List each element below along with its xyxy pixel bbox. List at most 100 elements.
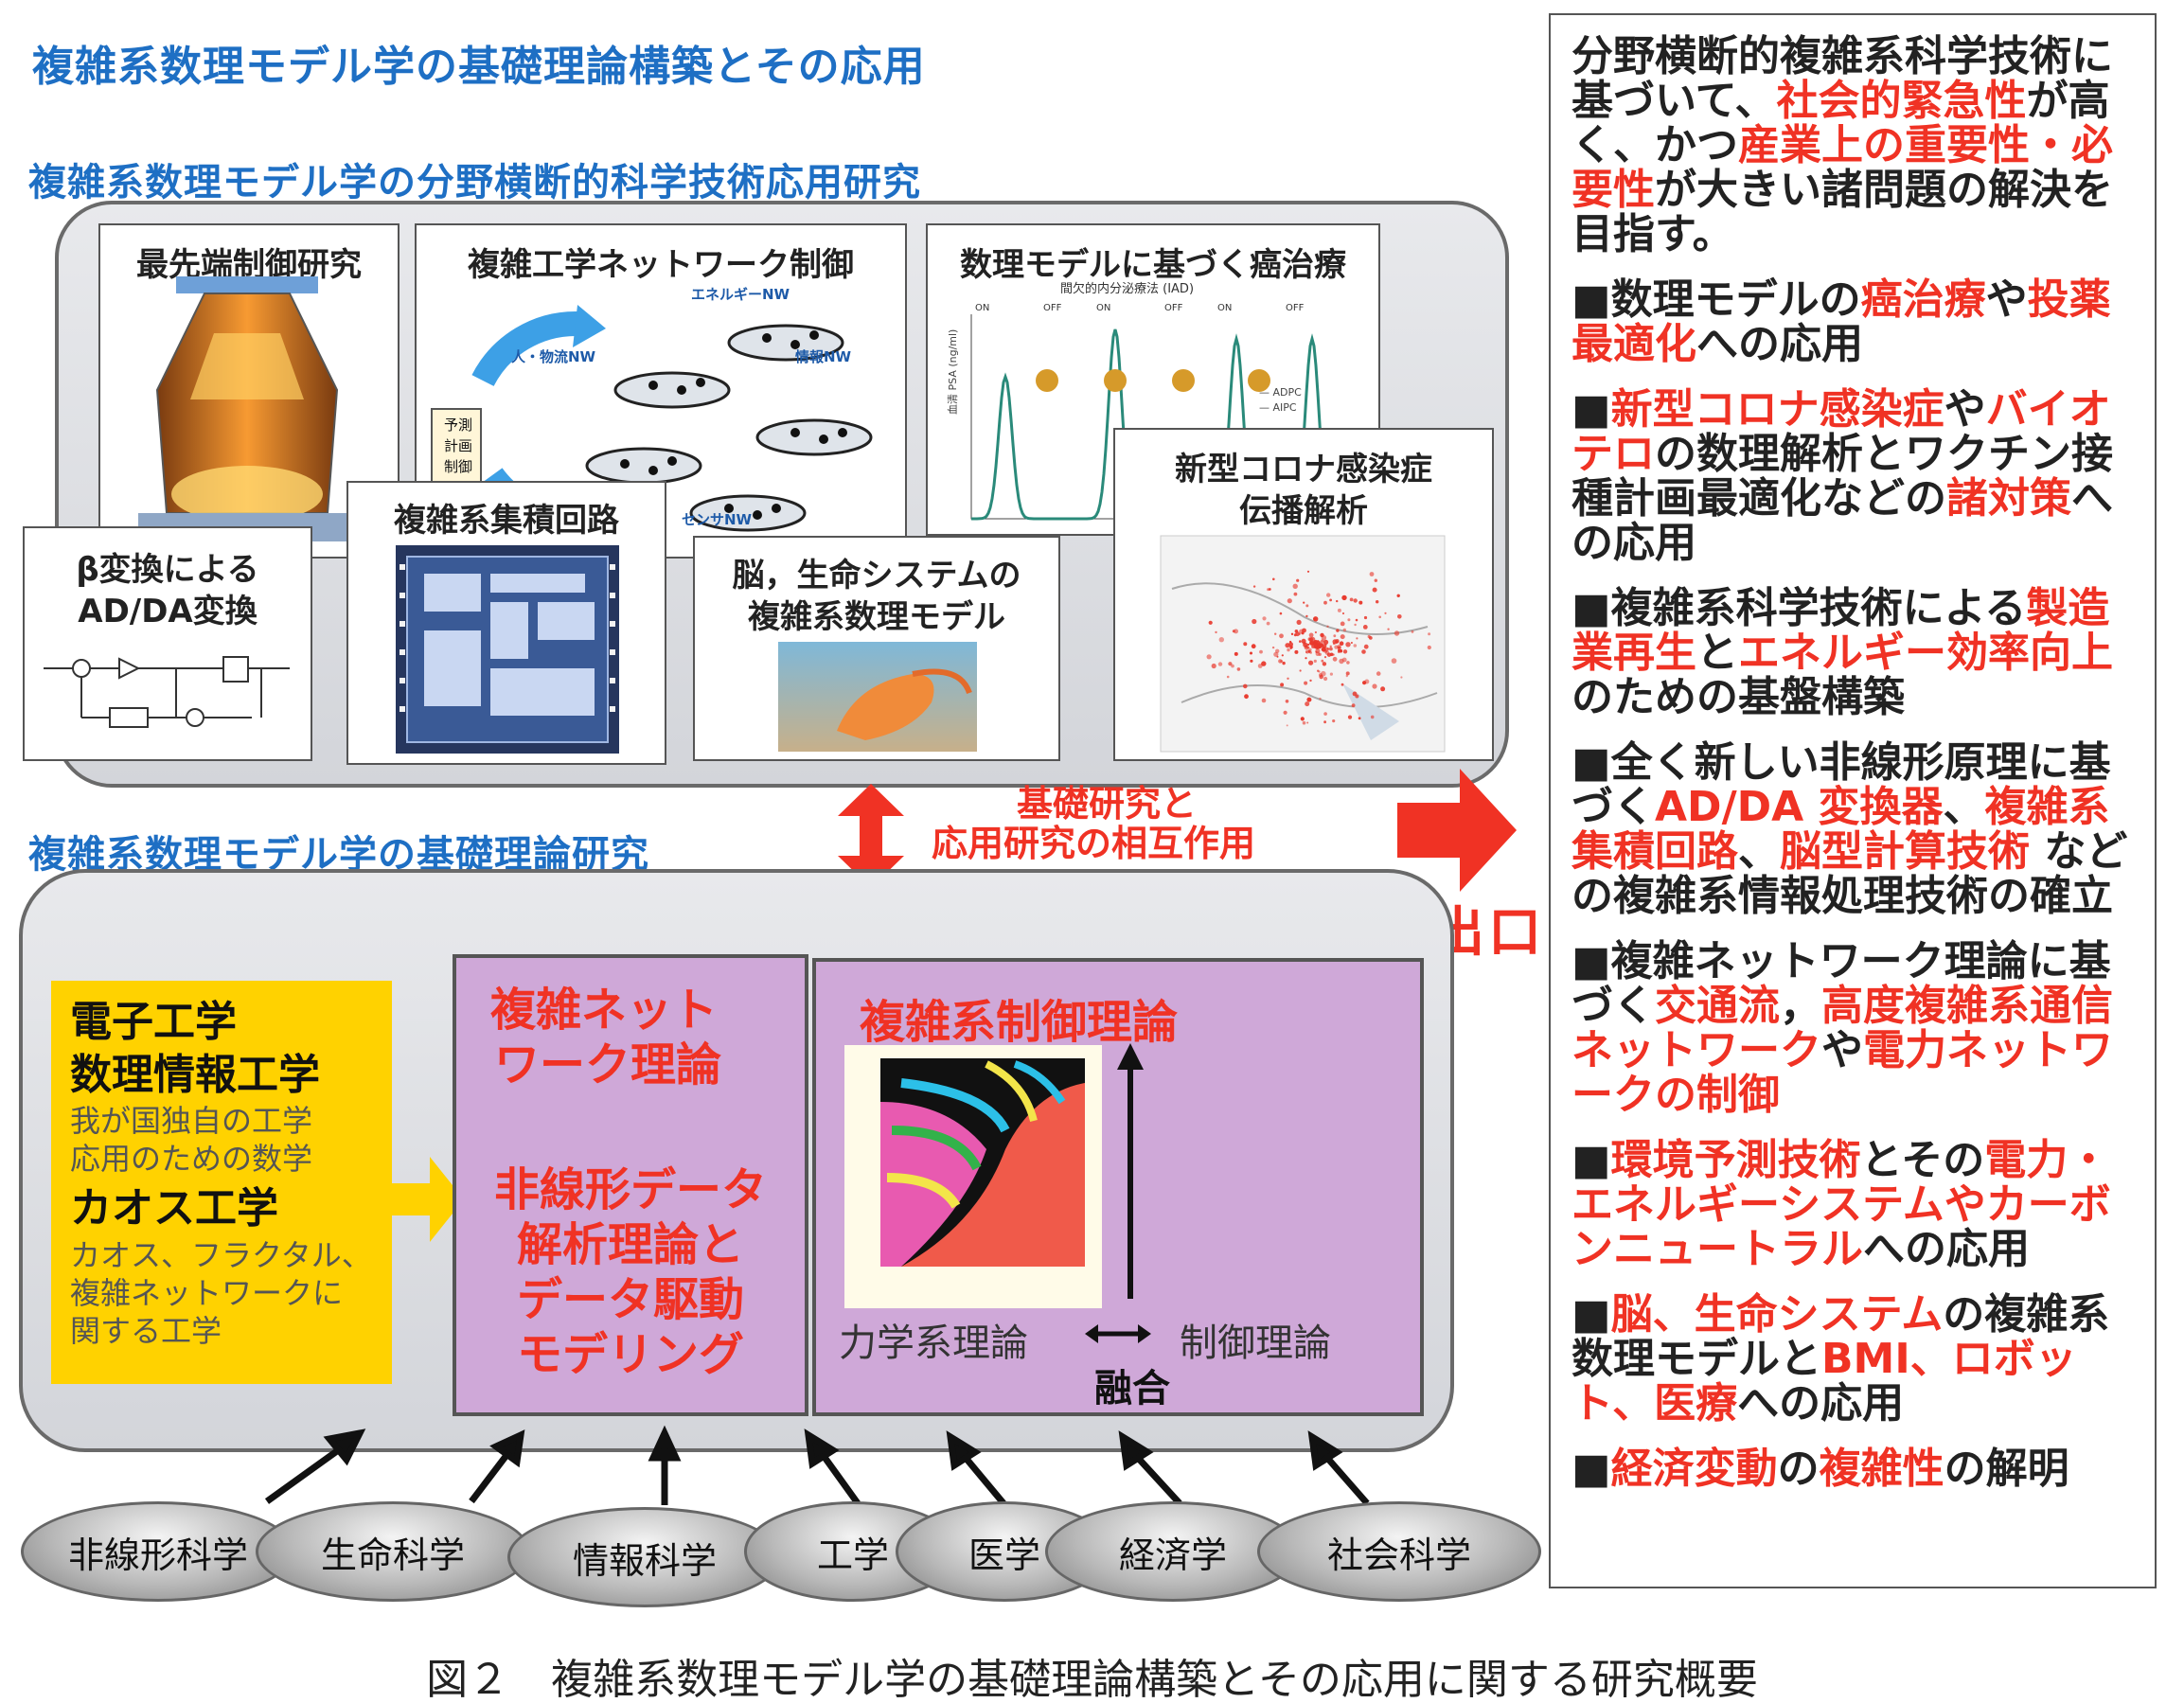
spread-dot	[1326, 647, 1330, 650]
outcome-b1-seg: 投薬最適化	[1571, 275, 2111, 368]
spread-dot	[1275, 648, 1280, 653]
spread-dot	[1333, 634, 1337, 638]
spread-dot	[1370, 715, 1375, 719]
spread-dot	[1349, 597, 1354, 602]
network-theory-box: 複雑ネット ワーク理論 非線形データ 解析理論と データ駆動 モデリング	[453, 954, 808, 1416]
network-box-text: 予測 計画 制御	[435, 415, 481, 477]
spread-dot	[1336, 599, 1339, 603]
outcome-b3-seg: 製造業再生	[1571, 584, 2110, 677]
outcome-b1-seg: ■数理モデルの	[1571, 275, 1861, 324]
outcome-b2-seg: の数理解析と	[1655, 430, 1905, 478]
spread-dot	[1286, 724, 1288, 727]
spread-dot	[1243, 683, 1248, 689]
outcome-b1-seg: への応用	[1696, 320, 1863, 368]
spread-dot	[1354, 623, 1357, 627]
spread-dot	[1273, 651, 1279, 657]
spread-dot	[1226, 675, 1230, 679]
spread-dot	[1280, 660, 1284, 663]
spread-dot	[1315, 648, 1321, 654]
spread-dot	[1317, 644, 1321, 647]
spread-dot	[1305, 701, 1310, 707]
spread-dot	[1428, 632, 1431, 636]
spread-dot	[1376, 600, 1379, 604]
spread-dot	[1305, 614, 1308, 618]
outcome-b7-seg: の	[1943, 1290, 1985, 1339]
spread-dot	[1228, 662, 1233, 666]
outcome-b3-seg: 効率向上	[1946, 629, 2113, 677]
spread-dot	[1400, 676, 1403, 679]
interaction-double-arrow	[838, 784, 904, 888]
blast-furnace-image	[138, 276, 356, 541]
spread-dot	[1299, 629, 1305, 634]
spread-dot	[1321, 659, 1324, 663]
spread-dot	[1250, 651, 1252, 655]
spread-dot	[1231, 664, 1234, 668]
therapy-on-off-label: OFF	[1164, 303, 1183, 313]
spread-dot	[1356, 637, 1358, 640]
spread-dot	[1289, 645, 1293, 649]
spread-dot	[1355, 618, 1358, 622]
spread-dot	[1326, 625, 1329, 628]
outcome-b5-seg: ■複雑ネットワーク理論に	[1571, 937, 2069, 985]
spread-dot	[1372, 587, 1377, 593]
outcome-intro-seg: 産業上の重要性・	[1738, 121, 2071, 169]
spread-dot	[1380, 686, 1386, 692]
outcome-b8: ■経済変動の複雑性の解明	[1571, 1446, 2151, 1491]
therapy-chart-title: 間欠的内分泌療法 (IAD)	[1060, 282, 1195, 296]
spread-dot	[1341, 612, 1345, 615]
outcome-b4-seg: 、	[1738, 827, 1780, 876]
spread-dot	[1387, 628, 1390, 630]
spread-dot	[1308, 632, 1314, 638]
spread-dot	[1274, 632, 1277, 635]
spread-dot	[1397, 614, 1402, 619]
outcome-b1: ■数理モデルの癌治療や投薬最適化への応用	[1571, 277, 2151, 366]
spread-dot	[1342, 628, 1346, 632]
spread-dot	[1217, 662, 1223, 666]
eng-sub-2-line1: カオス、フラクタル、	[70, 1237, 372, 1273]
panel-title-brain-1: 脳，生命システムの	[732, 557, 1021, 594]
panel-integrated-circuit: 複雑系集積回路	[346, 481, 666, 765]
outcome-b5-seg: 交通流	[1655, 982, 1780, 1030]
spread-dot	[1306, 570, 1310, 573]
outcome-b2-seg: ■	[1571, 385, 1611, 434]
outcome-b8-seg: 複雑性	[1819, 1445, 1944, 1493]
spread-dot	[1320, 645, 1323, 648]
spread-dot	[1304, 681, 1308, 685]
eng-sub-2-line2: 複雑ネットワークに	[70, 1275, 344, 1311]
nonlinear-line2: 解析理論と	[516, 1218, 744, 1271]
outcome-b8-seg: の解明	[1944, 1445, 2069, 1493]
spread-dot	[1321, 639, 1324, 643]
spread-dot	[1321, 670, 1326, 677]
network-label-sensor: センサNW	[682, 511, 753, 528]
network-box-line2: 計画	[443, 437, 472, 454]
outcome-b6-seg: 環境予測技術	[1610, 1136, 1861, 1184]
panel-title-cancer: 数理モデルに基づく癌治療	[960, 246, 1346, 284]
panel-corona: 新型コロナ感染症 伝播解析	[1113, 428, 1494, 761]
panel-advanced-control: 最先端制御研究	[98, 223, 400, 559]
fusion-double-arrow	[1085, 1324, 1151, 1343]
spread-dot	[1292, 583, 1298, 589]
spread-dot	[1362, 625, 1368, 630]
eng-sub-2-line3: 関する工学	[70, 1313, 222, 1349]
spread-dot	[1303, 601, 1305, 604]
spread-dot	[1318, 670, 1321, 673]
therapy-dose-marker	[1248, 369, 1270, 392]
network-theory-line2: ワーク理論	[494, 1038, 722, 1091]
spread-dot	[1276, 655, 1279, 658]
outcome-intro-seg: 高く、かつ	[1571, 77, 2110, 169]
spread-dot	[1321, 647, 1326, 652]
spread-dot	[1362, 681, 1367, 685]
nonlinear-line4: モデリング	[516, 1328, 744, 1381]
outcome-intro-seg: が	[2026, 77, 2069, 125]
spread-dot	[1259, 649, 1263, 654]
spread-dot	[1303, 642, 1308, 647]
spread-dot	[1332, 642, 1336, 646]
panel-title-circuit: 複雑系集積回路	[394, 502, 619, 540]
eng-heading-math-info: 数理情報工学	[70, 1051, 320, 1099]
spread-dot	[1301, 638, 1306, 644]
outcome-b1-seg: 癌治療	[1860, 275, 1986, 324]
panel-title-corona-1: 新型コロナ感染症	[1175, 451, 1432, 488]
spread-dot	[1305, 657, 1307, 660]
spread-dot	[1281, 654, 1284, 657]
spread-dot	[1337, 608, 1341, 612]
